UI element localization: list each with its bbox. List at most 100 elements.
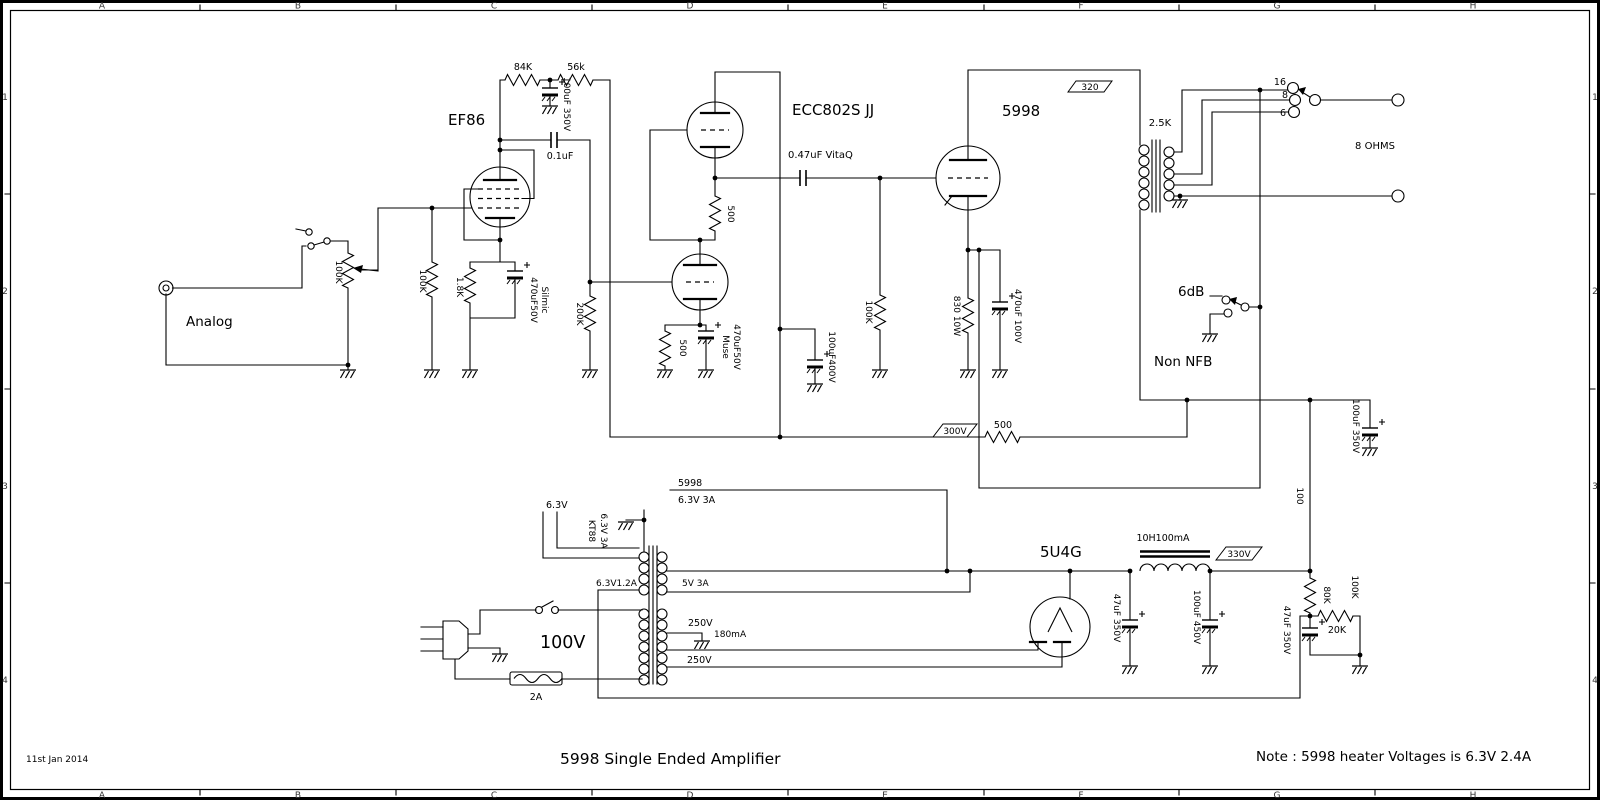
- 5998-tube: [935, 145, 1001, 211]
- label-r20k: 20K: [1328, 625, 1347, 636]
- label-r100k-div: 100K: [1349, 575, 1359, 599]
- label-c100uf350v-right: 100uF 350V: [1350, 399, 1360, 454]
- ecc802s-upper-triode: [686, 101, 744, 159]
- coupling-cap-01uf: [550, 131, 558, 149]
- label-c047uf: 0.47uF VitaQ: [788, 150, 853, 161]
- grid-col-top-g: G: [1274, 2, 1281, 12]
- grid-col-top-d: D: [687, 2, 694, 12]
- grid-col-top-a: A: [99, 2, 106, 12]
- label-c47uf350v-b: 47uF 350V: [1281, 606, 1291, 655]
- voltage-flags: [931, 80, 1264, 561]
- grid-col-bot-b: B: [295, 791, 301, 800]
- label-8ohms: 8 OHMS: [1355, 141, 1395, 152]
- wires: [165, 69, 1393, 699]
- grid-col-top-c: C: [491, 2, 497, 12]
- label-pot-100k: 100K: [333, 260, 343, 284]
- label-5v3a: 5V 3A: [682, 579, 709, 589]
- label-ef86: EF86: [448, 111, 485, 129]
- label-muse: Muse: [720, 335, 730, 359]
- grid-col-bot-f: F: [1078, 791, 1083, 800]
- label-5998: 5998: [1002, 102, 1040, 120]
- label-tap16: 16: [1274, 77, 1286, 88]
- grid-col-bot-a: A: [99, 791, 106, 800]
- label-250v-bot: 250V: [687, 655, 712, 666]
- label-silmic: Silmic: [539, 287, 549, 314]
- grid-row-left-1: 1: [2, 93, 8, 103]
- grid-row-right-4: 4: [1592, 676, 1598, 686]
- resistors: [341, 73, 1354, 623]
- label-r500-lower: 500: [677, 339, 687, 356]
- label-r500-psu: 500: [994, 420, 1012, 431]
- label-analog: Analog: [186, 314, 233, 330]
- label-63v12a: 6.3V1.2A: [596, 579, 638, 589]
- label-flag300: 300V: [943, 427, 967, 437]
- output-transformer: [1138, 139, 1175, 213]
- power-switch: [534, 600, 560, 615]
- ef86-tube: [469, 166, 531, 228]
- grid-col-top-f: F: [1078, 2, 1083, 12]
- label-flag330: 330V: [1227, 550, 1251, 560]
- label-tap8: 8: [1282, 90, 1288, 101]
- grid-row-left-4: 4: [2, 676, 8, 686]
- input-selector-switch: [305, 228, 331, 250]
- label-100v: 100V: [540, 633, 585, 653]
- grid-col-bot-e: E: [882, 791, 888, 800]
- label-c47uf350v-a: 47uF 350V: [1111, 594, 1121, 643]
- label-5998-heater: 5998: [678, 478, 702, 489]
- label-r80k: 80K: [1321, 586, 1331, 604]
- nfb-switch: [1221, 295, 1250, 318]
- label-kt88: KT88: [586, 520, 596, 542]
- grid-row-right-3: 3: [1592, 482, 1598, 492]
- grid-col-top-b: B: [295, 2, 301, 12]
- label-250v-top: 250V: [688, 618, 713, 629]
- label-non-nfb: Non NFB: [1154, 354, 1212, 370]
- input-jack: [158, 280, 174, 296]
- power-transformer: [638, 545, 668, 686]
- label-63v: 6.3V: [546, 500, 568, 511]
- schematic-date: 11st Jan 2014: [26, 755, 88, 765]
- label-r200k: 200K: [574, 302, 584, 326]
- label-opt-2k5: 2.5K: [1149, 118, 1172, 129]
- label-2a: 2A: [530, 692, 543, 703]
- label-flag320: 320: [1081, 83, 1098, 93]
- grid-row-right-1: 1: [1592, 93, 1598, 103]
- label-choke: 10H100mA: [1136, 533, 1190, 544]
- grid-row-right-2: 2: [1592, 287, 1598, 297]
- grid-col-bot-d: D: [687, 791, 694, 800]
- grid-row-left-3: 3: [2, 482, 8, 492]
- label-tap6: 6: [1280, 108, 1286, 119]
- speaker-jack-negative: [1391, 189, 1405, 203]
- label-r100: 100: [1294, 487, 1304, 504]
- label-c100uf400v: 100uF400V: [826, 331, 836, 383]
- flag-320v: [1067, 80, 1113, 93]
- grid-col-bot-c: C: [491, 791, 497, 800]
- grid-row-left-2: 2: [2, 287, 8, 297]
- label-5u4g: 5U4G: [1040, 543, 1082, 561]
- flag-330v: [1214, 546, 1264, 561]
- choke: [1139, 550, 1211, 572]
- speaker-jack-positive: [1391, 93, 1405, 107]
- label-c01uf: 0.1uF: [547, 151, 574, 162]
- schematic-note: Note : 5998 heater Voltages is 6.3V 2.4A: [1256, 749, 1532, 765]
- grid-col-bot-h: H: [1470, 791, 1477, 800]
- junction-dots: [345, 77, 1363, 658]
- 5u4g-tube: [1028, 596, 1091, 658]
- label-r100k-in: 100K: [417, 269, 427, 293]
- ac-plug: [420, 620, 469, 660]
- label-r84k: 84K: [514, 62, 533, 73]
- volume-pot-100k: [341, 252, 355, 289]
- flag-300v: [931, 423, 979, 438]
- label-c100uf450v: 100uF 450V: [1191, 590, 1201, 645]
- pot-wiper-arrow: [353, 265, 379, 273]
- grid-col-top-e: E: [882, 2, 888, 12]
- label-c100uf350v-top: 100uF 350V: [561, 77, 571, 132]
- label-6db: 6dB: [1178, 284, 1204, 300]
- label-r1k8: 1.8K: [454, 277, 464, 298]
- coupling-cap-047uf: [799, 169, 807, 187]
- speaker-tap-selector: [1286, 81, 1322, 119]
- schematic-title: 5998 Single Ended Amplifier: [560, 750, 781, 768]
- label-ecc802s: ECC802S JJ: [792, 101, 874, 119]
- label-r500-upper: 500: [725, 205, 735, 222]
- ecc802s-lower-triode: [671, 253, 729, 311]
